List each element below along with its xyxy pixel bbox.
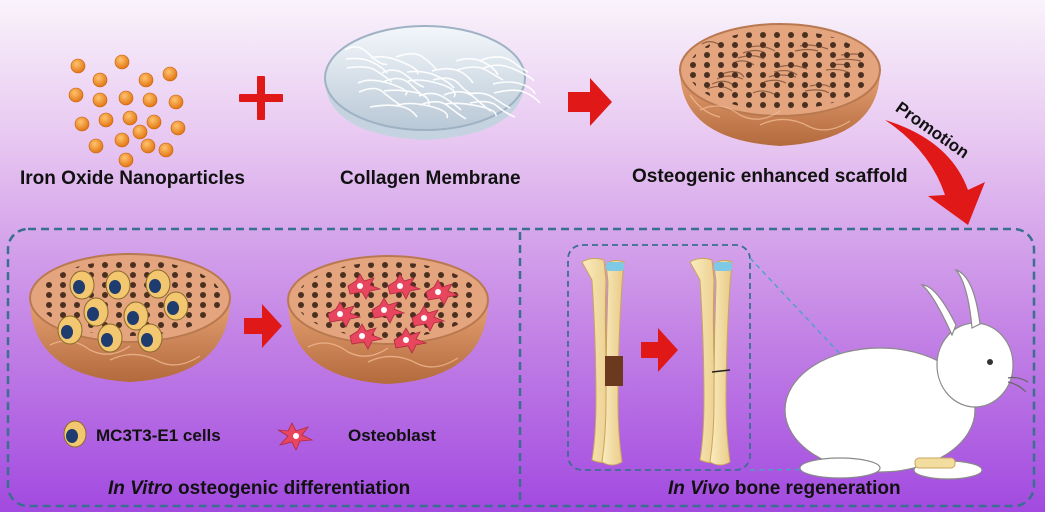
legend-cell-icon bbox=[63, 420, 87, 448]
plus-sign bbox=[239, 76, 283, 120]
iron-oxide-label: Iron Oxide Nanoparticles bbox=[20, 168, 245, 189]
nanoparticle-cluster bbox=[68, 54, 186, 168]
in-vitro-dish-osteoblasts bbox=[287, 255, 489, 384]
scaffold-dish bbox=[679, 23, 881, 146]
collagen-label: Collagen Membrane bbox=[340, 168, 521, 189]
arrow-to-scaffold bbox=[568, 78, 612, 126]
osteoblast-legend-label: Osteoblast bbox=[348, 426, 436, 445]
cells-legend-label: MC3T3-E1 cells bbox=[96, 426, 221, 445]
in-vivo-caption-em: In Vivo bbox=[668, 478, 730, 499]
bones-box bbox=[567, 244, 751, 471]
arrow-regeneration bbox=[641, 328, 678, 372]
bones-with-defect bbox=[581, 257, 625, 466]
in-vitro-caption-em: In Vitro bbox=[108, 478, 173, 499]
in-vivo-caption-rest: bone regeneration bbox=[729, 478, 901, 499]
in-vitro-caption-rest: osteogenic differentiation bbox=[172, 478, 411, 499]
legend-osteoblast-icon bbox=[277, 422, 314, 451]
bones-healed bbox=[689, 257, 733, 466]
collagen-dish bbox=[324, 25, 541, 140]
in-vitro-caption: In Vitro osteogenic differentiation bbox=[108, 478, 410, 500]
scaffold-label: Osteogenic enhanced scaffold bbox=[632, 166, 908, 187]
rabbit bbox=[784, 268, 1029, 480]
in-vitro-dish-cells bbox=[29, 253, 231, 382]
arrow-differentiation bbox=[244, 304, 282, 348]
in-vivo-caption: In Vivo bone regeneration bbox=[668, 478, 901, 500]
bottom-panel bbox=[6, 227, 1036, 508]
promotion-arrow bbox=[885, 120, 985, 225]
